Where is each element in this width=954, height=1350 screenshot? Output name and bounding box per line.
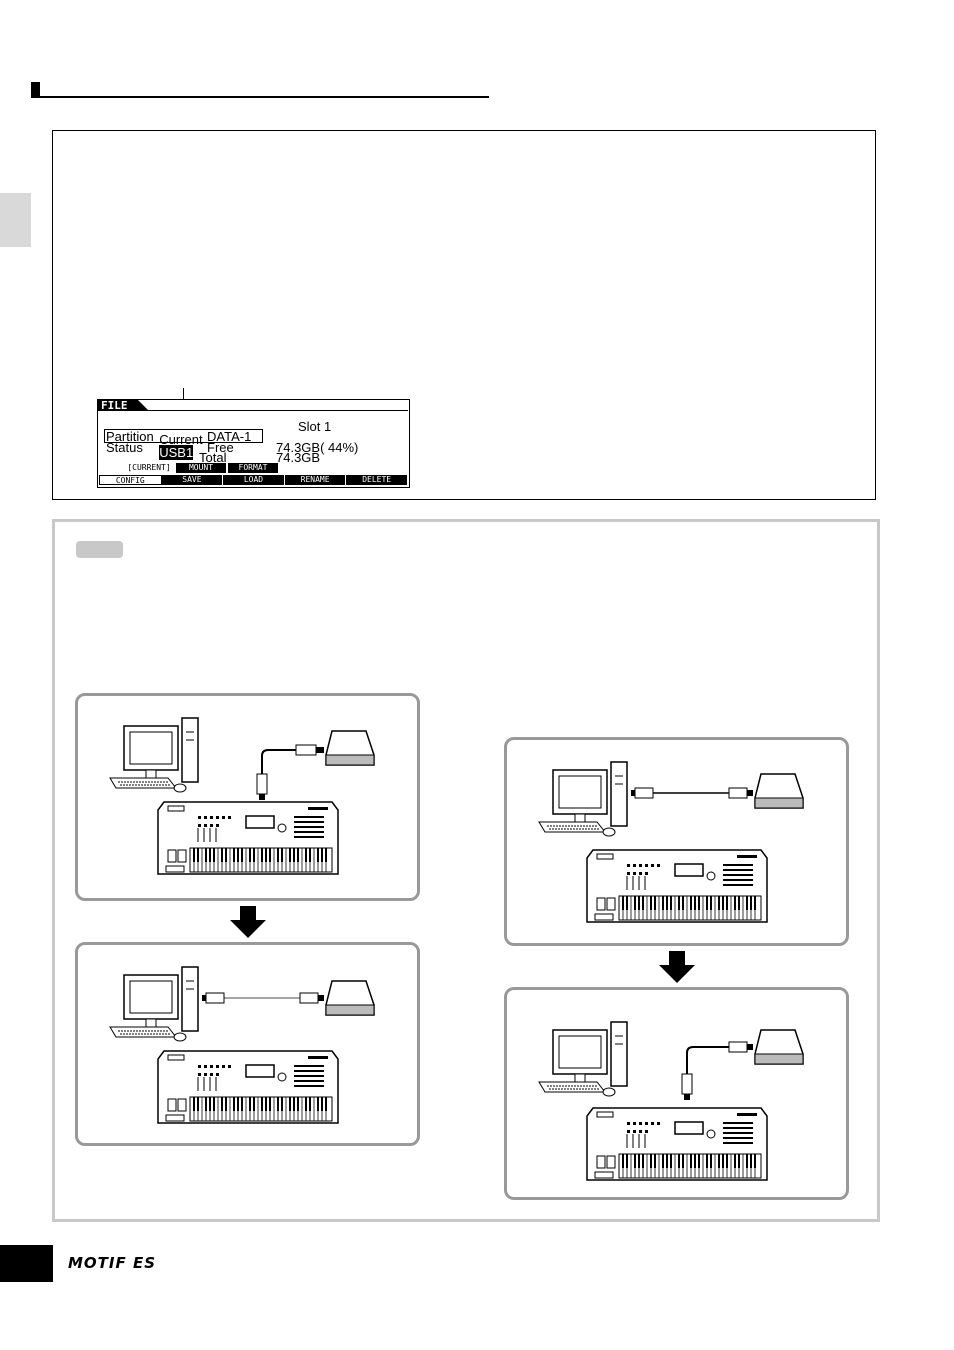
note-badge [76, 541, 123, 558]
synth-keyboard-icon [586, 1107, 768, 1181]
tab-config[interactable]: CONFIG [99, 475, 162, 485]
hard-drive-icon [754, 773, 804, 809]
slot-label: Slot 1 [298, 419, 332, 434]
side-tab [0, 193, 31, 247]
diagram-panel-left-1 [75, 693, 420, 901]
partition-label: Partition [106, 429, 154, 444]
note-frame [52, 519, 880, 1222]
diagram-right-1 [538, 761, 804, 923]
current-value[interactable]: USB1 [159, 445, 194, 460]
lcd-tab-bar: CONFIG SAVE LOAD RENAME DELETE [99, 475, 407, 485]
diagram-right-2 [538, 1021, 804, 1181]
diagram-panel-left-2 [75, 942, 420, 1146]
free-label: Free [207, 440, 234, 455]
diagram-panel-right-2 [504, 987, 849, 1200]
status-label: Status [106, 440, 143, 455]
top-frame [52, 130, 876, 500]
arrow-down-icon [230, 906, 266, 938]
synth-keyboard-icon [586, 849, 768, 923]
total-value: 74.3GB [276, 450, 321, 465]
computer-icon [109, 717, 199, 793]
synth-keyboard-icon [157, 1050, 339, 1124]
softkey-mount[interactable]: MOUNT [176, 463, 226, 473]
tab-rename[interactable]: RENAME [285, 475, 347, 485]
hard-drive-icon [325, 980, 375, 1016]
partition-value: DATA-1 [207, 429, 252, 444]
computer-icon [538, 761, 628, 837]
free-value: 74.3GB( 44%) [276, 440, 359, 455]
tab-delete[interactable]: DELETE [362, 475, 392, 484]
softkey-current[interactable]: [CURRENT] [127, 463, 171, 472]
computer-icon [538, 1021, 628, 1097]
lcd-title: FILE [101, 399, 128, 412]
tab-load[interactable]: LOAD [223, 475, 285, 485]
total-label: Total [199, 450, 227, 465]
hard-drive-icon [325, 730, 375, 766]
lcd-screen: FILE [97, 399, 410, 488]
partition-box[interactable] [104, 429, 263, 443]
diagram-left-1 [109, 717, 375, 875]
arrow-down-icon [659, 951, 695, 983]
tab-save[interactable]: SAVE [162, 475, 224, 485]
header-marker [31, 82, 40, 97]
lcd-title-tab [97, 399, 149, 411]
footer-logo: MOTIF ES [68, 1254, 157, 1272]
softkey-format[interactable]: FORMAT [228, 463, 278, 473]
diagram-panel-right-1 [504, 737, 849, 946]
page-number-block [0, 1245, 53, 1282]
lcd-title-rule [148, 410, 408, 411]
synth-keyboard-icon [157, 801, 339, 875]
computer-icon [109, 966, 199, 1042]
hard-drive-icon [754, 1029, 804, 1065]
diagram-left-2 [109, 966, 375, 1124]
header-rule [31, 96, 489, 98]
